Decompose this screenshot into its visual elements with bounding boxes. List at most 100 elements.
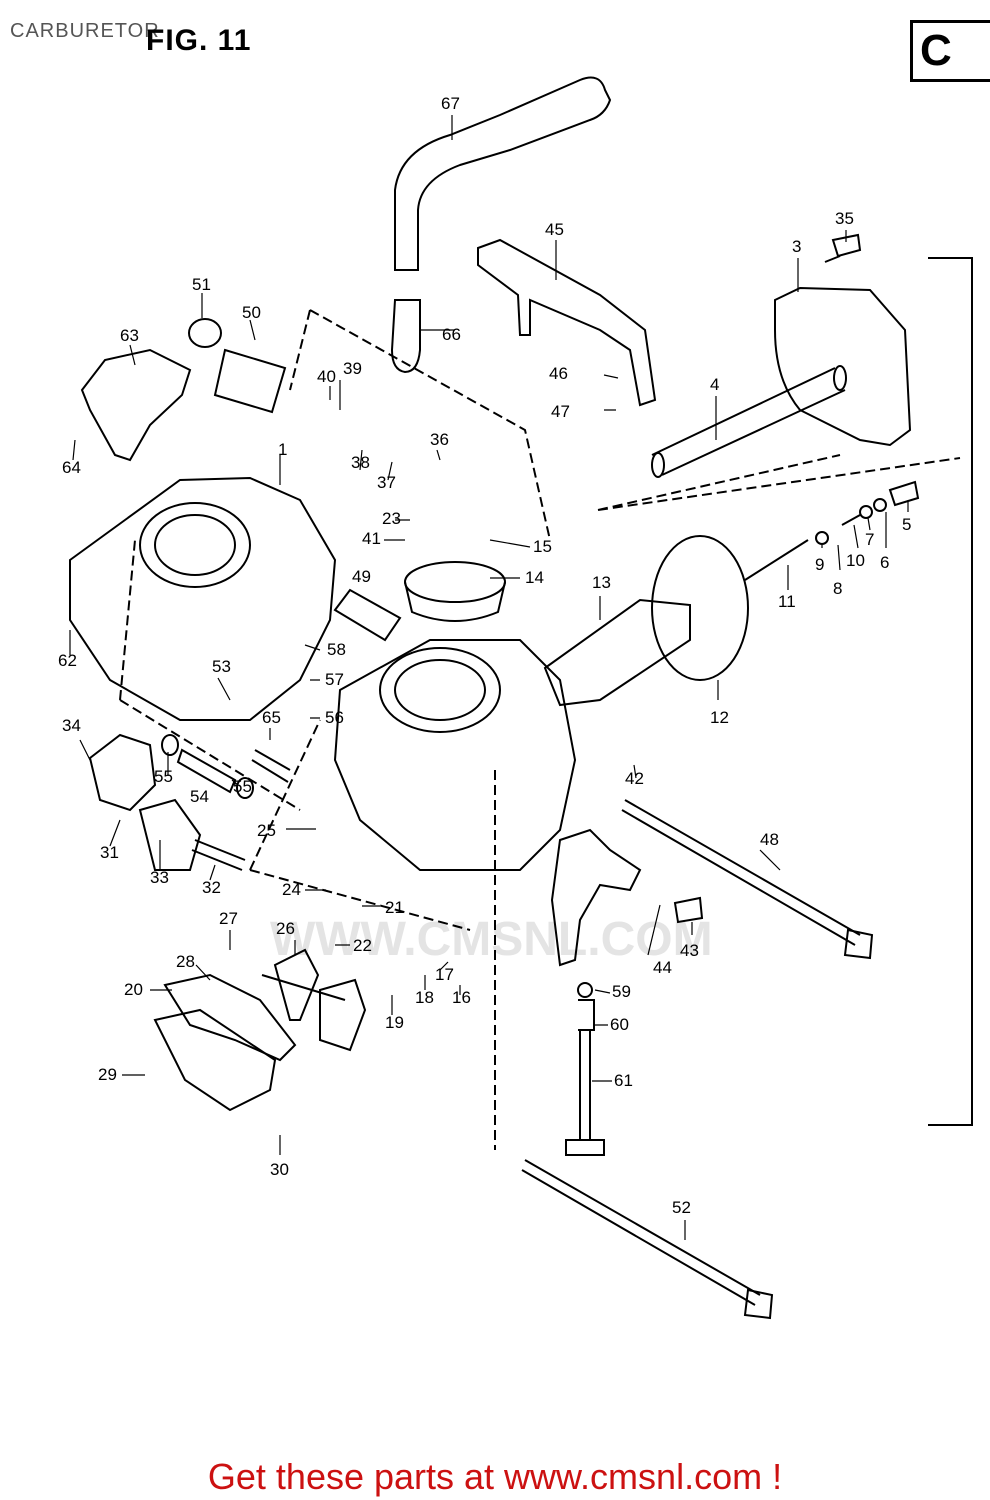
part-61-screw xyxy=(579,1030,591,1140)
part-48-head xyxy=(843,928,874,960)
callout-17: 17 xyxy=(435,965,454,984)
callout-56: 56 xyxy=(325,708,344,727)
callout-8: 8 xyxy=(833,579,842,598)
callout-13: 13 xyxy=(592,573,611,592)
callout-53: 53 xyxy=(212,657,231,676)
part-4-spring-end xyxy=(651,452,665,478)
callout-25: 25 xyxy=(257,821,276,840)
callout-54: 54 xyxy=(190,787,209,806)
part-59-washer xyxy=(577,982,593,998)
part-14-top xyxy=(404,561,506,603)
leader-lines xyxy=(69,115,909,1240)
callout-14: 14 xyxy=(525,568,544,587)
part-66-fitting xyxy=(390,299,421,374)
part-5-holder xyxy=(888,480,920,507)
callout-62: 62 xyxy=(58,651,77,670)
callout-52: 52 xyxy=(672,1198,691,1217)
callout-49: 49 xyxy=(352,567,371,586)
callout-23: 23 xyxy=(382,509,401,528)
part-26-float-2 xyxy=(319,978,367,1052)
callout-57: 57 xyxy=(325,670,344,689)
part-52-rod xyxy=(521,1159,761,1306)
part-50-pipe xyxy=(213,348,287,414)
callout-48: 48 xyxy=(760,830,779,849)
part-35-screw xyxy=(824,233,862,263)
part-52-head xyxy=(743,1288,774,1320)
callout-40: 40 xyxy=(317,367,336,386)
callout-15: 15 xyxy=(533,537,552,556)
callout-27: 27 xyxy=(219,909,238,928)
callout-29: 29 xyxy=(98,1065,117,1084)
part-63-sensor xyxy=(80,348,192,462)
part-65-spring xyxy=(251,749,291,783)
part-55-oring xyxy=(161,734,179,756)
parts-link[interactable]: Get these parts at www.cmsnl.com ! xyxy=(207,1456,783,1497)
guide-line-b xyxy=(289,309,551,541)
figure-number: FIG. 11 xyxy=(146,24,252,57)
callout-46: 46 xyxy=(549,364,568,383)
watermark-text: WWW.CMSNL.COM xyxy=(270,913,713,966)
part-1-bore-inner xyxy=(154,514,236,576)
callout-42: 42 xyxy=(625,769,644,788)
callout-43: 43 xyxy=(680,941,699,960)
callout-28: 28 xyxy=(176,952,195,971)
callout-26: 26 xyxy=(276,919,295,938)
callout-45: 45 xyxy=(545,220,564,239)
part-32-spring xyxy=(191,839,246,871)
part-1-bore xyxy=(139,502,251,588)
part-43-cap xyxy=(673,896,704,924)
callout-36: 36 xyxy=(430,430,449,449)
callout-1: 1 xyxy=(278,440,287,459)
callout-50: 50 xyxy=(242,303,261,322)
section-letter: C xyxy=(920,26,952,75)
callout-30: 30 xyxy=(270,1160,289,1179)
part-9-clip xyxy=(815,531,829,545)
callout-4: 4 xyxy=(710,375,719,394)
callout-21: 21 xyxy=(385,898,404,917)
part-6-washer xyxy=(873,498,887,512)
callout-33: 33 xyxy=(150,868,169,887)
callout-6: 6 xyxy=(880,553,889,572)
guide-line-d xyxy=(249,719,471,931)
callout-35: 35 xyxy=(835,209,854,228)
part-33-gasket xyxy=(138,798,202,871)
part-12-diaphragm xyxy=(651,535,749,681)
callout-64: 64 xyxy=(62,458,81,477)
part-1-carb-body xyxy=(69,476,337,721)
callout-16: 16 xyxy=(452,988,471,1007)
part-1-bore-2 xyxy=(379,647,501,733)
callout-55-b: 55 xyxy=(233,777,252,796)
callout-51: 51 xyxy=(192,275,211,294)
part-11-needle xyxy=(744,539,809,581)
part-20-gasket xyxy=(163,973,297,1062)
part-49-pipe xyxy=(333,588,402,642)
callout-47: 47 xyxy=(551,402,570,421)
part-float-chamber xyxy=(153,1008,277,1112)
part-3-cover xyxy=(774,286,912,447)
part-48-rod xyxy=(621,799,861,946)
callout-61: 61 xyxy=(614,1071,633,1090)
guide-line-a xyxy=(597,454,961,511)
callout-18: 18 xyxy=(415,988,434,1007)
callout-65: 65 xyxy=(262,708,281,727)
callout-63: 63 xyxy=(120,326,139,345)
part-55-oring-2 xyxy=(236,777,254,799)
callout-66: 66 xyxy=(442,325,461,344)
part-1-bore-2-inner xyxy=(394,659,486,721)
part-10-spring xyxy=(841,514,861,526)
callout-5: 5 xyxy=(902,515,911,534)
part-4-spring xyxy=(651,367,846,476)
callout-58: 58 xyxy=(327,640,346,659)
part-45-bracket xyxy=(477,238,657,407)
callout-60: 60 xyxy=(610,1015,629,1034)
part-26-float xyxy=(273,948,320,1021)
callout-12: 12 xyxy=(710,708,729,727)
callout-31: 31 xyxy=(100,843,119,862)
callout-labels: 1 3 4 5 6 7 8 9 10 11 12 13 14 15 16 17 … xyxy=(58,94,911,1217)
callout-44: 44 xyxy=(653,958,672,977)
section-box xyxy=(910,20,990,82)
part-4-spring-end-2 xyxy=(833,365,847,391)
part-61-head xyxy=(565,1139,605,1156)
